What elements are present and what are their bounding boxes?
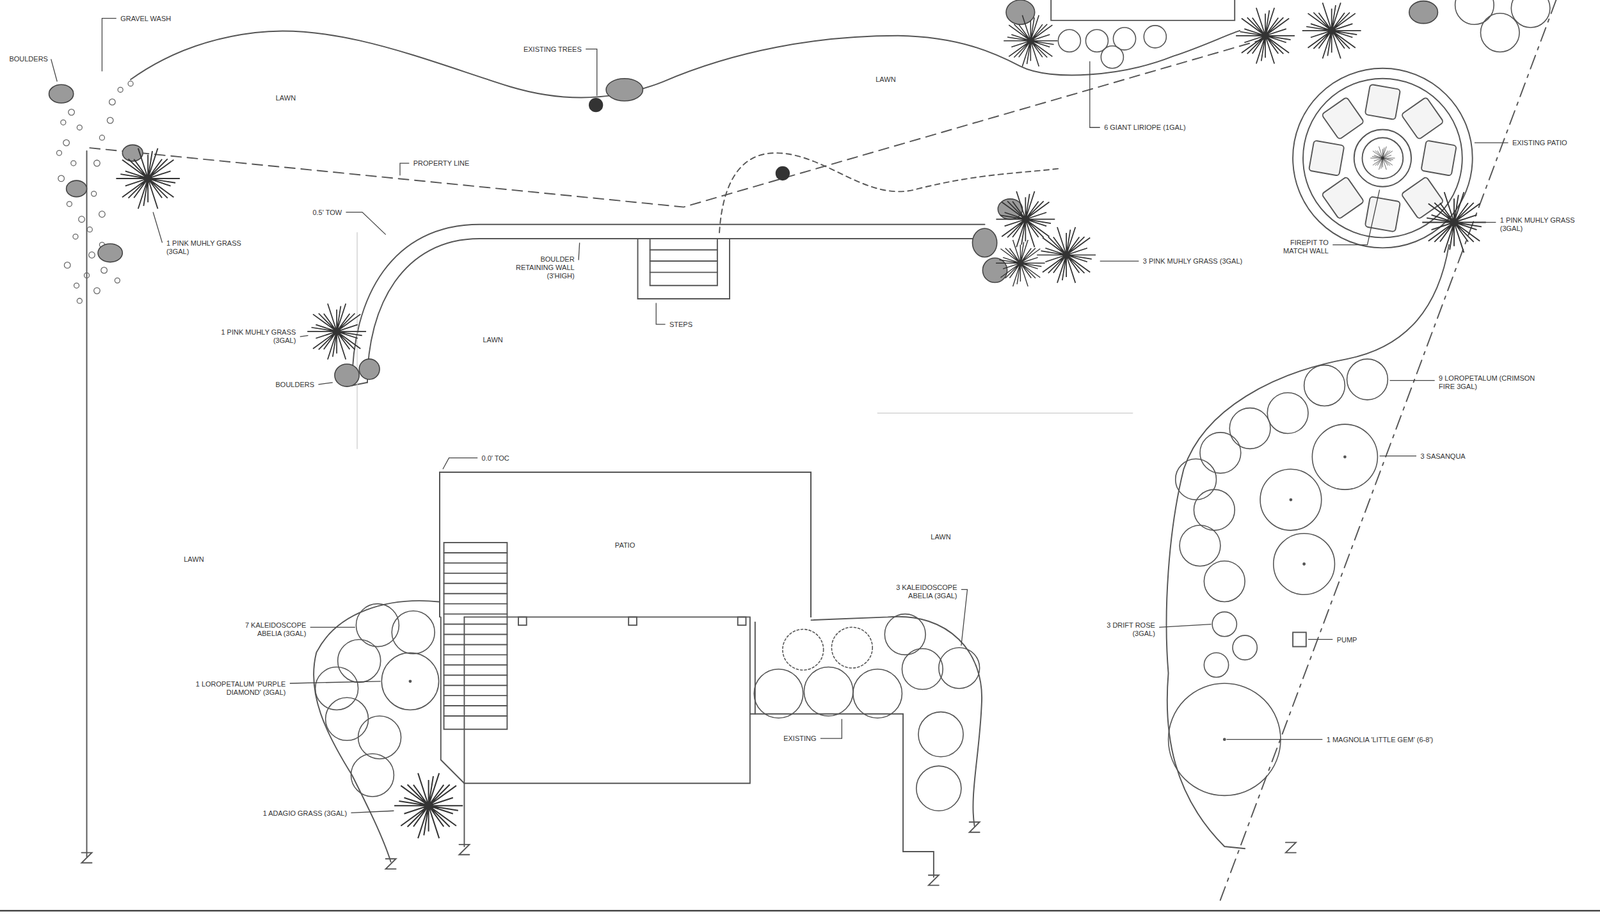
area-label: LAWN xyxy=(183,554,204,564)
plant-callout: 3 PINK MUHLY GRASS (3GAL) xyxy=(1143,257,1243,266)
plan-callout: EXISTING TREES xyxy=(523,44,582,54)
boulders xyxy=(49,0,1439,387)
area-label: LAWN xyxy=(875,75,896,84)
plan-callout: BOULDERS xyxy=(275,380,315,390)
sheet-border xyxy=(0,910,1600,912)
plant-callout: 1 PINK MUHLY GRASS (3GAL) xyxy=(166,239,256,256)
plan-callout: FIREPIT TO MATCH WALL xyxy=(1271,238,1329,256)
plant-callout: 7 KALEIDOSCOPE ABELIA (3GAL) xyxy=(229,621,306,639)
plan-callout: EXISTING PATIO xyxy=(1512,138,1568,148)
area-label: LAWN xyxy=(275,94,296,103)
plan-callout: BOULDER RETAINING WALL (3'HIGH) xyxy=(504,254,575,280)
plant-callout: 1 ADAGIO GRASS (3GAL) xyxy=(263,808,347,818)
plant-callout: 6 GIANT LIRIOPE (1GAL) xyxy=(1104,123,1186,132)
plan-callout: PROPERTY LINE xyxy=(413,159,470,168)
area-label: LAWN xyxy=(482,335,503,344)
patio-area: PATIO xyxy=(439,471,812,618)
leader-lines xyxy=(51,18,1509,814)
area-label: PATIO xyxy=(615,541,635,550)
elevation-label: 0.0' TOC xyxy=(481,453,510,463)
elevation-label: 0.5' TOW xyxy=(312,208,342,217)
plant-callout: 1 PINK MUHLY GRASS (3GAL) xyxy=(1500,216,1590,233)
tree-dot xyxy=(588,97,603,112)
plant-callout: 1 MAGNOLIA 'LITTLE GEM' (6-8') xyxy=(1326,735,1433,744)
plant-callout: 1 PINK MUHLY GRASS (3GAL) xyxy=(206,328,296,345)
plant-callout: EXISTING xyxy=(783,734,816,744)
grass-symbols xyxy=(115,2,1486,839)
area-label: LAWN xyxy=(930,532,951,541)
tree-dot xyxy=(775,166,790,181)
plant-callout: 3 KALEIDOSCOPE ABELIA (3GAL) xyxy=(880,583,958,601)
plant-callout: 9 LOROPETALUM (CRIMSON FIRE 3GAL) xyxy=(1438,374,1542,392)
plan-callout: BOULDERS xyxy=(8,55,48,64)
plant-callout: 3 DRIFT ROSE (3GAL) xyxy=(1091,621,1156,639)
plant-callout: 3 SASANQUA xyxy=(1420,451,1465,461)
plan-lines xyxy=(56,0,1556,904)
plan-callout: STEPS xyxy=(669,320,693,329)
plant-callout: 1 LOROPETALUM 'PURPLE DIAMOND' (3GAL) xyxy=(189,680,286,697)
plan-callout: GRAVEL WASH xyxy=(120,14,171,23)
plan-callout: PUMP xyxy=(1336,635,1358,644)
